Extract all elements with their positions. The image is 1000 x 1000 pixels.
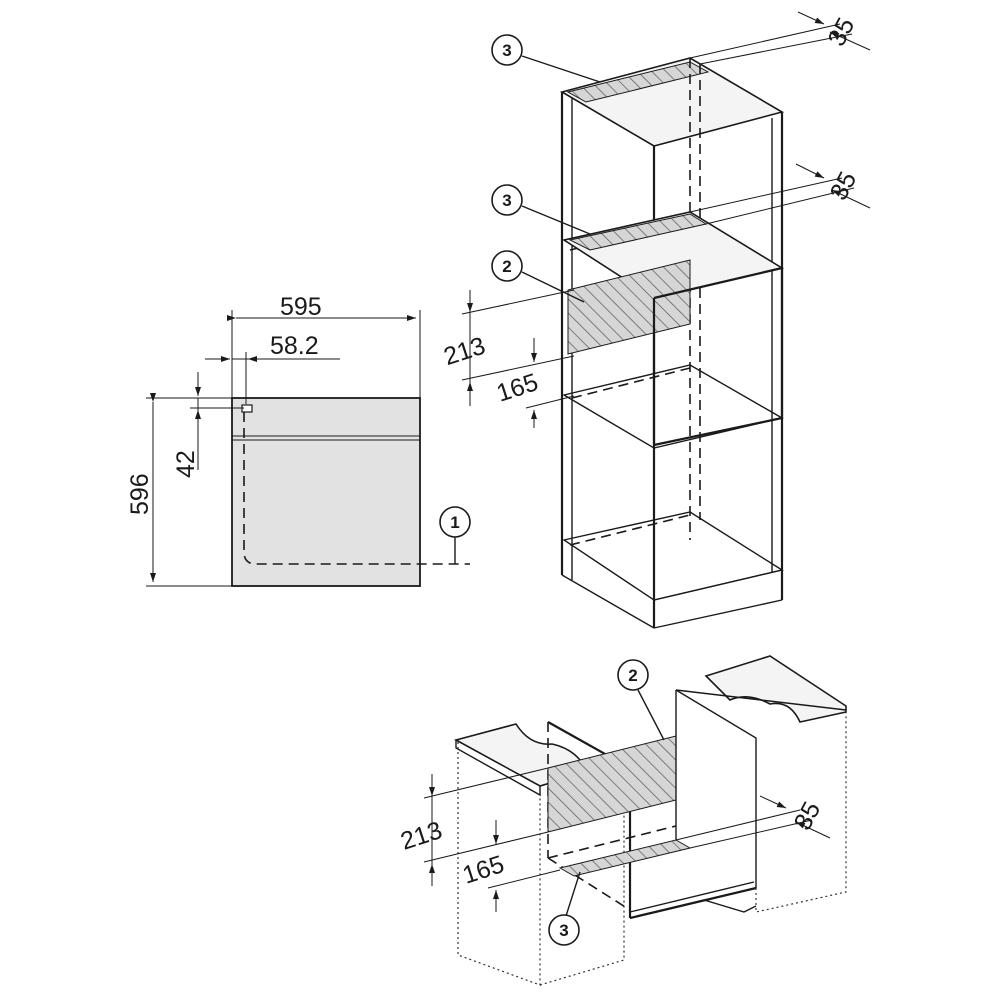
width-label: 595 [280, 293, 322, 321]
vent-low-label: 165 [493, 368, 541, 408]
base-shelf [562, 511, 784, 601]
base-callout-2-circle [617, 659, 649, 691]
base-vent-low-label: 165 [459, 850, 507, 890]
tall-cabinet: 35 35 213 165 3 3 2 [440, 11, 871, 629]
base-callout-2-label: 2 [628, 666, 637, 685]
rear-ventilation-opening [567, 259, 691, 355]
base-bottom-ventilation [558, 839, 692, 877]
appliance-front-panel [231, 397, 421, 587]
vent-height-label: 213 [440, 332, 488, 372]
inset-label: 42 [172, 450, 200, 478]
callout-3-mid-circle [491, 184, 523, 216]
callout-3-top-label: 3 [502, 41, 511, 60]
callout-3-top-circle [491, 34, 523, 66]
callout-1-circle [439, 506, 471, 538]
mid-gap-label: 35 [825, 167, 863, 205]
front-view: 595 58.2 596 42 1 [126, 293, 471, 587]
base-cabinet: 213 165 35 2 3 [397, 655, 847, 986]
right-worktop [704, 655, 847, 723]
base-gap-dimension [795, 821, 831, 839]
height-label: 596 [126, 473, 154, 515]
callout-2-circle [491, 250, 523, 282]
top-gap-label: 35 [823, 13, 861, 51]
top-ventilation-gap [566, 61, 710, 103]
lower-shelf [562, 364, 784, 449]
base-gap-label: 35 [789, 797, 827, 835]
offset-label: 58.2 [270, 332, 319, 360]
base-vent-height-label: 213 [397, 816, 445, 856]
top-gap-dimension [829, 31, 871, 51]
mid-gap-dimension [831, 189, 871, 209]
callout-3-mid-label: 3 [502, 191, 511, 210]
callout-1-label: 1 [450, 513, 459, 532]
base-callout-3-label: 3 [559, 921, 568, 940]
base-callout-3-circle [548, 914, 580, 946]
power-cable-route [243, 412, 470, 565]
callout-2-label: 2 [502, 257, 511, 276]
